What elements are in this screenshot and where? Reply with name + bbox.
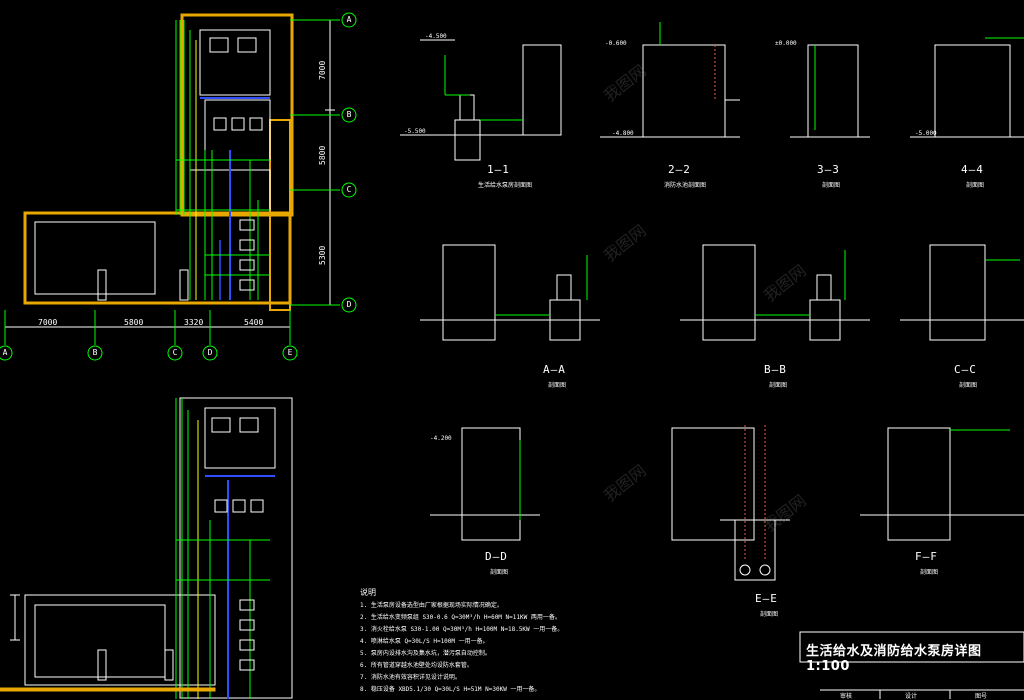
note-line: 1. 生活泵房设备选型由厂家根据现场实际情况确定。	[360, 602, 503, 609]
note-line: 8. 稳压设备 XBD5.1/30 Q=30L/S H=51M N=30KW 一…	[360, 686, 541, 693]
elevation-mark: -4.200	[430, 435, 452, 442]
section-b-b	[680, 244, 870, 341]
section-label: 3—3	[817, 163, 840, 176]
elevation-mark: ±0.000	[775, 40, 797, 47]
section-4-4	[910, 37, 1024, 138]
section-subtitle: 剖面图	[548, 382, 567, 389]
section-e-e	[671, 425, 790, 581]
section-subtitle: 剖面图	[920, 569, 939, 576]
section-subtitle: 剖面图	[769, 382, 788, 389]
section-subtitle: 剖面图	[959, 382, 978, 389]
drawing-title: 生活给水及消防给水泵房详图 1:100	[806, 644, 982, 674]
section-subtitle: 剖面图	[760, 611, 779, 618]
title-block-frame	[799, 631, 1024, 699]
grid-axis-label: E	[287, 348, 293, 357]
section-label: F—F	[915, 550, 938, 563]
section-subtitle: 剖面图	[822, 182, 841, 189]
section-subtitle: 生活给水泵房剖面图	[478, 182, 533, 189]
note-line: 6. 所有管道穿越水池壁处均设防水套管。	[360, 662, 473, 669]
lower-floor-plan	[0, 397, 293, 699]
section-c-c	[900, 244, 1024, 341]
section-label: 4—4	[961, 163, 984, 176]
section-label: C—C	[954, 363, 977, 376]
plan-dim-vertical: 5300	[318, 245, 327, 265]
notes-heading: 说明	[360, 588, 376, 597]
elevation-mark: -5.500	[404, 128, 426, 135]
section-subtitle: 剖面图	[966, 182, 985, 189]
note-line: 7. 消防水池有效容积详见设计说明。	[360, 674, 461, 681]
grid-axis-label: D	[346, 300, 352, 309]
plan-dim-vertical: 5800	[318, 145, 327, 165]
section-a-a	[420, 244, 600, 341]
section-label: 1—1	[487, 163, 510, 176]
plan-dim-horizontal: 3320	[184, 318, 204, 327]
grid-axis-label: C	[346, 185, 352, 194]
plan-dim-horizontal: 7000	[38, 318, 58, 327]
grid-axis-label: C	[172, 348, 178, 357]
section-label: D—D	[485, 550, 508, 563]
section-label: E—E	[755, 592, 778, 605]
section-d-d	[430, 427, 540, 541]
title-block-cell: 审核	[840, 693, 853, 700]
note-line: 2. 生活给水变频泵组 S30-0.6 Q=30M³/h H=60M N=11K…	[360, 614, 561, 621]
grid-axis-label: A	[2, 348, 8, 357]
elevation-mark: -4.500	[425, 33, 447, 40]
title-block-cell: 图号	[975, 693, 988, 700]
upper-plan-dimensions	[0, 12, 357, 361]
section-label: A—A	[543, 363, 566, 376]
section-label: B—B	[764, 363, 787, 376]
grid-axis-label: D	[207, 348, 213, 357]
section-1-1	[400, 39, 562, 161]
plan-dim-vertical: 7000	[318, 60, 327, 80]
section-label: 2—2	[668, 163, 691, 176]
section-subtitle: 剖面图	[490, 569, 509, 576]
section-f-f	[860, 427, 1024, 541]
elevation-mark: -4.800	[612, 130, 634, 137]
plan-dim-horizontal: 5400	[244, 318, 264, 327]
grid-axis-label: B	[92, 348, 98, 357]
note-line: 4. 喷淋给水泵 Q=30L/S H=100M 一用一备。	[360, 638, 489, 645]
note-line: 5. 泵房内设排水沟及集水坑，潜污泵自动控制。	[360, 650, 491, 657]
section-3-3	[790, 44, 870, 138]
plan-dim-horizontal: 5800	[124, 318, 144, 327]
title-block-cell: 设计	[905, 693, 918, 700]
elevation-mark: -5.000	[915, 130, 937, 137]
section-2-2	[600, 22, 740, 138]
section-subtitle: 消防水池剖面图	[664, 182, 707, 189]
note-line: 3. 消火栓给水泵 S30-1.00 Q=30M³/h H=100M N=18.…	[360, 626, 564, 633]
elevation-mark: -0.600	[605, 40, 627, 47]
grid-axis-label: A	[346, 15, 352, 24]
upper-floor-plan	[23, 13, 294, 311]
grid-axis-label: B	[346, 110, 352, 119]
